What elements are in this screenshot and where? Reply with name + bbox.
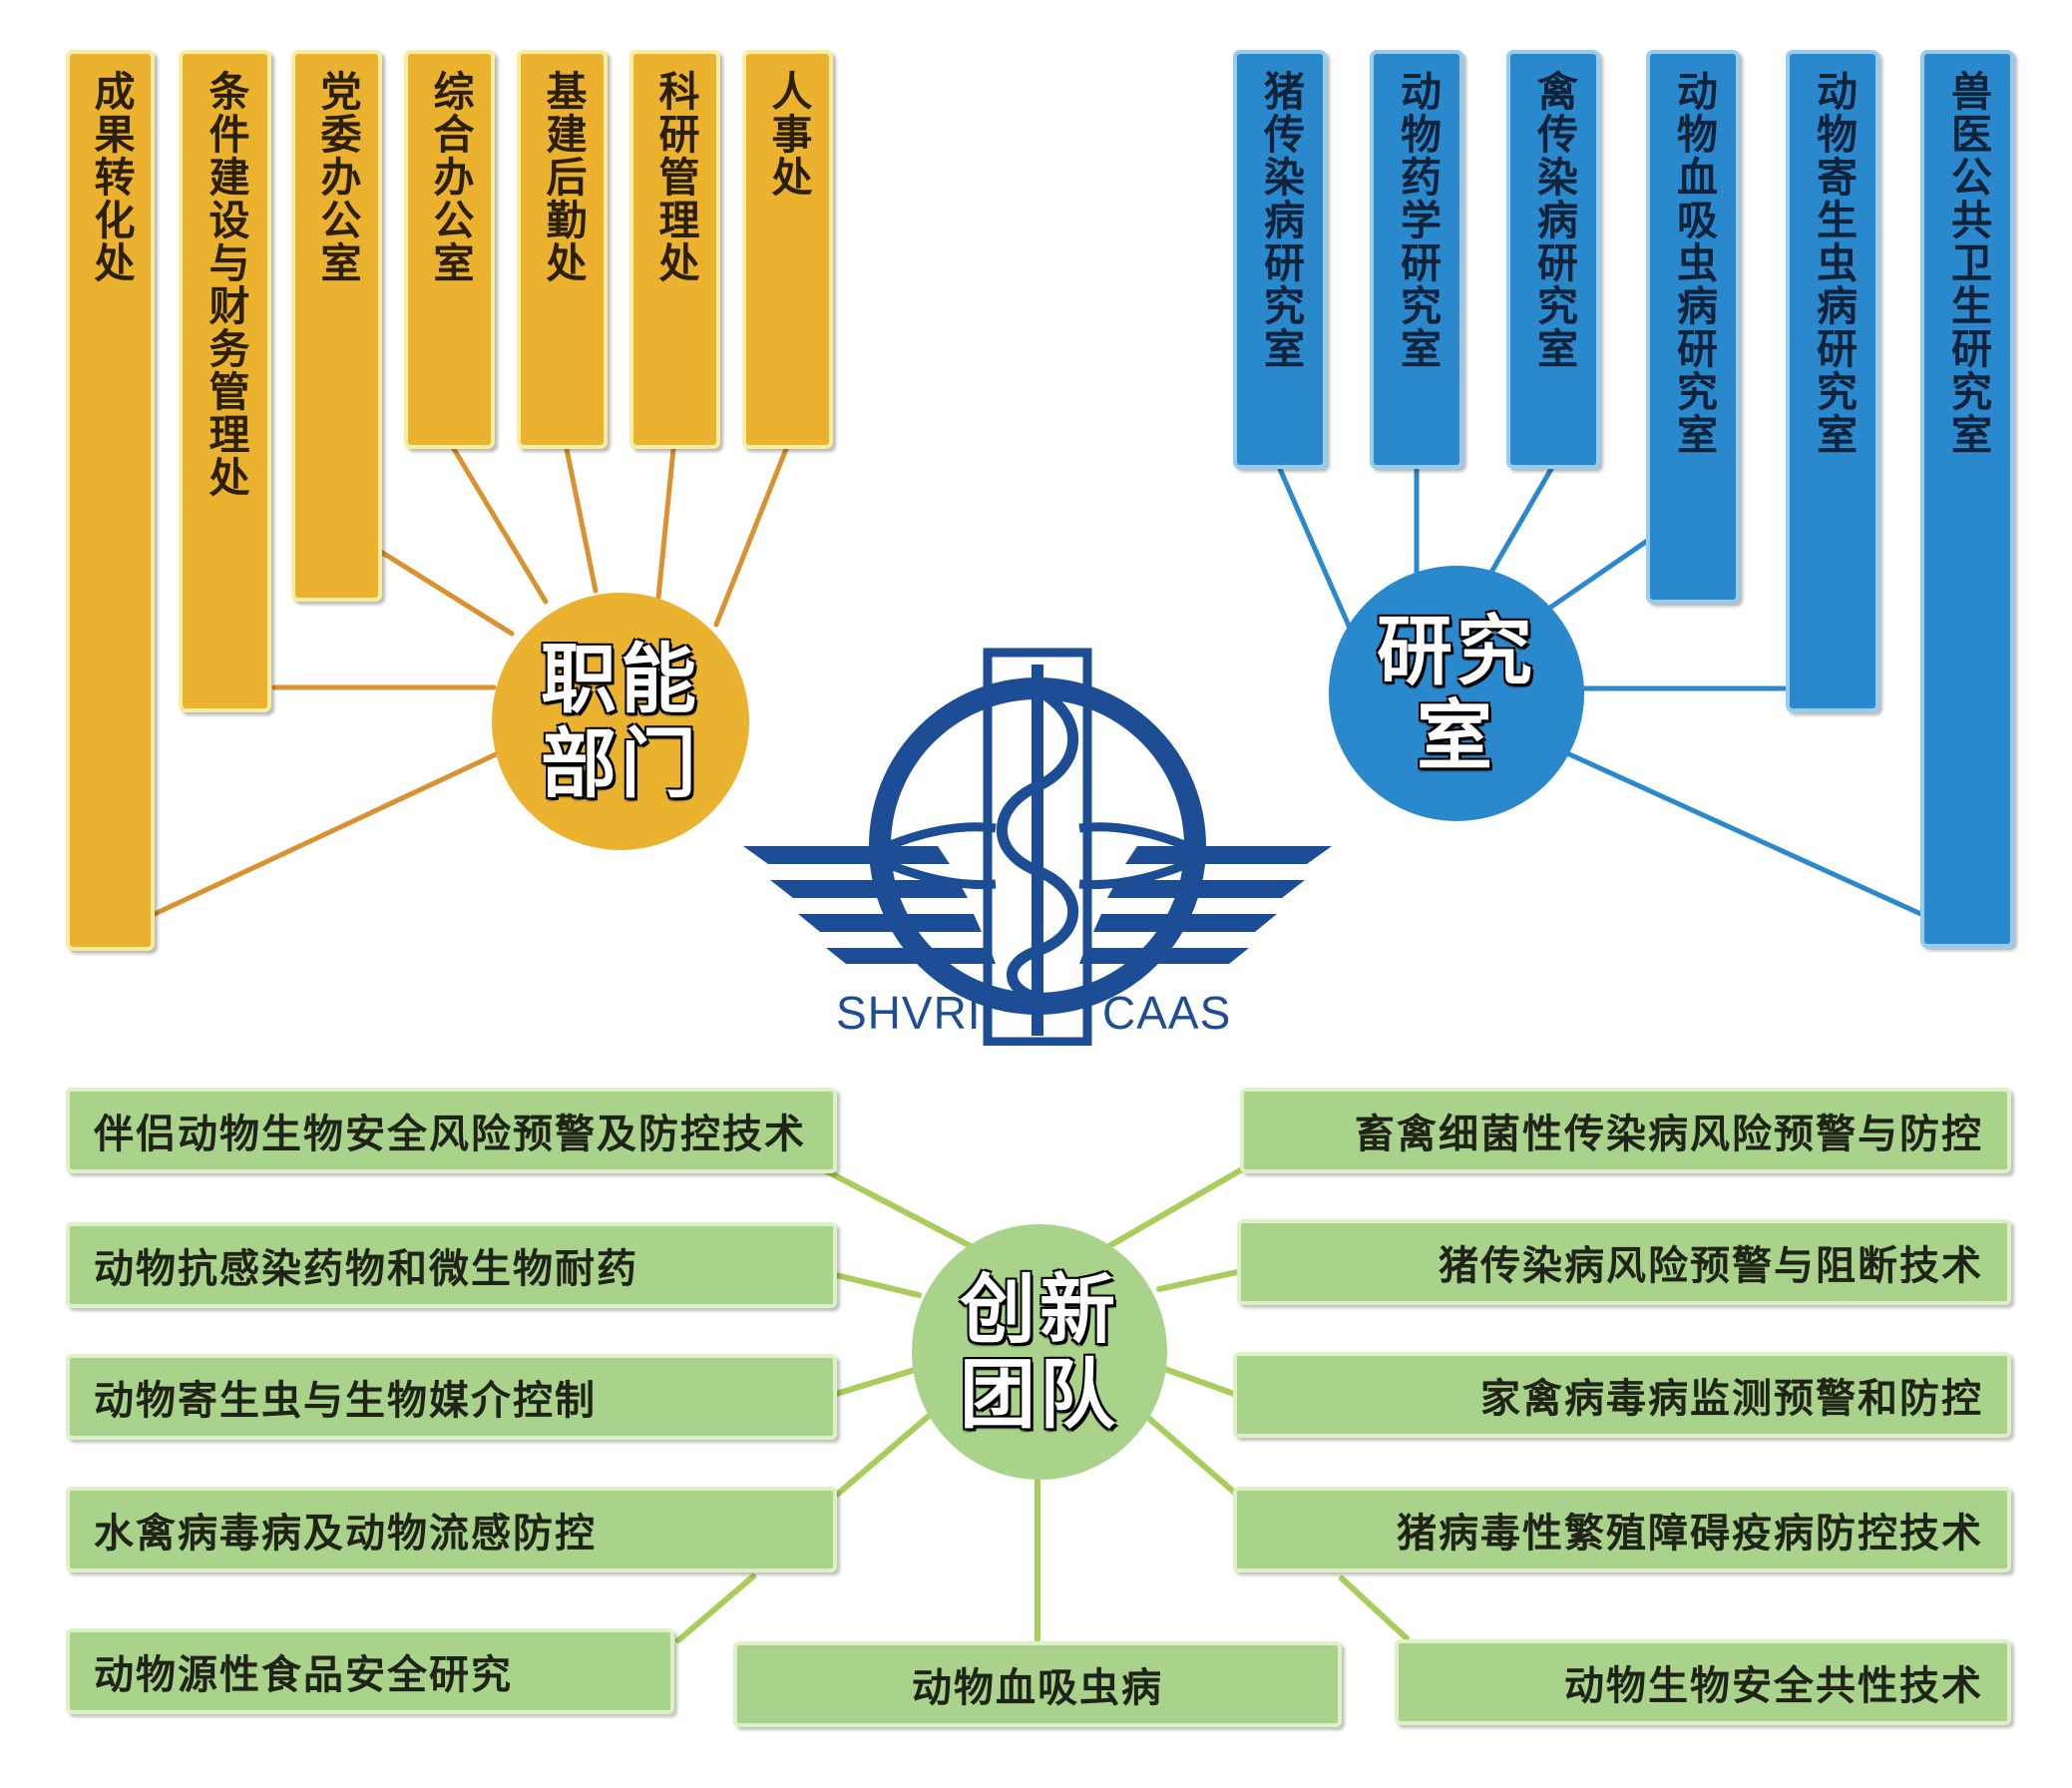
func-bar-label: 科研管理处 [651,70,699,284]
func-bar-label: 人事处 [764,70,812,199]
team-bar-label: 动物寄生虫与生物媒介控制 [94,1378,597,1424]
lab-bar-1: 猪传染病研究室 [1233,50,1327,469]
lab-bar-4: 动物血吸虫病研究室 [1646,50,1740,604]
func-bar-label: 成果转化处 [87,70,135,284]
functional-hub-label: 职能部门 [541,634,700,808]
team-bar-label: 家禽病毒病监测预警和防控 [1480,1376,1983,1422]
lab-bar-label: 动物血吸虫病研究室 [1669,70,1718,456]
func-bar-6: 科研管理处 [629,50,720,449]
labs-hub: 研究室 [1329,566,1584,821]
lab-bar-label: 动物药学研究室 [1393,70,1442,370]
team-bar-label: 动物抗感染药物和微生物耐药 [94,1246,638,1292]
team-bar-label: 猪病毒性繁殖障碍疫病防控技术 [1397,1511,1983,1557]
teams-hub: 创新团队 [912,1224,1167,1480]
team-bar-11: 动物生物安全共性技术 [1395,1639,2011,1725]
teams-hub-label: 创新团队 [960,1264,1119,1439]
func-bar-1: 成果转化处 [66,50,155,951]
team-bar-label: 动物源性食品安全研究 [94,1652,513,1698]
team-bar-6: 动物血吸虫病 [733,1641,1342,1727]
lab-connectors [1277,466,1928,919]
team-bar-9: 家禽病毒病监测预警和防控 [1233,1352,2011,1438]
lab-bar-2: 动物药学研究室 [1370,50,1463,469]
func-bar-2: 条件建设与财务管理处 [179,50,271,712]
team-bar-label: 猪传染病风险预警与阻断技术 [1439,1243,1983,1289]
logo-text-caas: CAAS [1102,987,1232,1039]
func-bar-label: 党委办公室 [313,70,361,284]
team-bar-1: 伴侣动物生物安全风险预警及防控技术 [66,1088,837,1173]
func-bar-4: 综合办公室 [404,50,495,449]
lab-bar-label: 猪传染病研究室 [1256,70,1305,370]
func-bar-label: 综合办公室 [426,70,474,284]
team-bar-8: 猪传染病风险预警与阻断技术 [1237,1219,2011,1305]
func-bar-7: 人事处 [742,50,833,449]
lab-bar-label: 兽医公共卫生研究室 [1943,70,1992,456]
labs-hub-label: 研究室 [1377,606,1536,780]
logo-emblem [743,648,1332,1046]
logo-text-shvri: SHVRI [836,987,982,1039]
func-bar-5: 基建后勤处 [517,50,608,449]
func-bar-label: 基建后勤处 [539,70,587,284]
team-bar-label: 动物血吸虫病 [912,1665,1163,1711]
team-bar-7: 畜禽细菌性传染病风险预警与防控 [1240,1088,2011,1173]
team-bar-label: 伴侣动物生物安全风险预警及防控技术 [94,1112,806,1157]
team-bar-4: 水禽病毒病及动物流感防控 [66,1487,837,1572]
lab-bar-label: 禽传染病研究室 [1529,70,1578,370]
func-bar-label: 条件建设与财务管理处 [202,70,249,499]
functional-hub: 职能部门 [492,593,749,850]
team-bar-label: 动物生物安全共性技术 [1564,1663,1983,1709]
functional-connectors [152,446,789,917]
team-bar-2: 动物抗感染药物和微生物耐药 [66,1222,837,1308]
func-bar-3: 党委办公室 [291,50,382,602]
lab-bar-6: 兽医公共卫生研究室 [1920,50,2014,948]
shvri-logo: SHVRI CAAS [738,647,1337,1046]
team-connectors [675,1166,1410,1644]
lab-bar-5: 动物寄生虫病研究室 [1786,50,1879,712]
lab-bar-3: 禽传染病研究室 [1506,50,1600,469]
lab-bar-label: 动物寄生虫病研究室 [1809,70,1858,456]
team-bar-5: 动物源性食品安全研究 [66,1628,674,1714]
team-bar-label: 水禽病毒病及动物流感防控 [94,1511,597,1557]
team-bar-3: 动物寄生虫与生物媒介控制 [66,1354,837,1440]
team-bar-label: 畜禽细菌性传染病风险预警与防控 [1355,1112,1983,1157]
team-bar-10: 猪病毒性繁殖障碍疫病防控技术 [1233,1487,2011,1572]
